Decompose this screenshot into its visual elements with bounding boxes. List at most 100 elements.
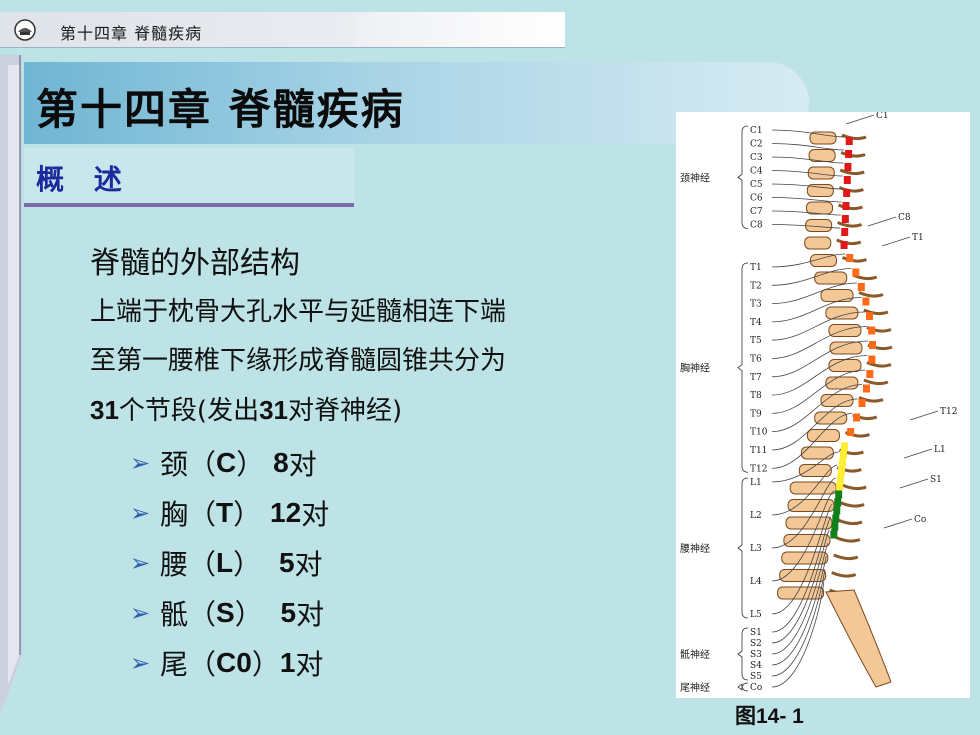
spinal-nerve-line <box>771 156 844 164</box>
spinal-segment-marker <box>853 413 861 422</box>
spinal-nerve-line <box>771 398 858 451</box>
vertebra-label: T9 <box>750 409 762 419</box>
spinal-segment-marker <box>831 522 839 531</box>
pointer-line <box>909 410 939 421</box>
spinal-segment-marker <box>844 163 852 171</box>
segment-unit: 对 <box>301 498 330 531</box>
spinal-nerve-line <box>771 210 841 216</box>
pointer-line <box>883 518 913 529</box>
header-bar: 第十四章 脊髓疾病 <box>0 12 565 48</box>
spinal-segment-marker <box>843 189 851 197</box>
spinal-segment-marker <box>868 355 876 364</box>
spinal-segment-marker <box>842 202 850 210</box>
vertebra-body <box>804 236 832 250</box>
group-brace <box>737 682 749 692</box>
body-line-3: 31个节段(发出31对脊神经) <box>90 386 650 436</box>
spinal-nerve-line <box>771 369 866 414</box>
spinal-segment-marker <box>835 490 843 499</box>
right-vertebra-label: T12 <box>940 407 957 417</box>
spinal-nerve-line <box>771 503 833 615</box>
spinal-nerve-line <box>771 197 842 203</box>
vertebra-process <box>858 396 884 403</box>
vertebra-label: L3 <box>750 544 762 554</box>
section-subtitle: 概 述 <box>36 163 132 196</box>
spinal-nerve-line <box>771 384 862 433</box>
spinal-segment-marker <box>868 341 876 349</box>
spinal-segment-marker <box>846 254 854 262</box>
segment-unit: 对 <box>288 448 317 481</box>
right-vertebra-label: S1 <box>930 475 942 485</box>
body-heading: 脊髓的外部结构 <box>90 246 300 281</box>
body-line-3-mid: 个节段(发出 <box>118 396 260 426</box>
spinal-segment-marker <box>866 370 874 378</box>
segment-count: 5 <box>278 547 295 578</box>
vertebra-process <box>831 571 857 578</box>
segment-name: 颈 <box>160 448 189 481</box>
spinal-segment-marker <box>852 268 860 277</box>
segment-unit: 对 <box>294 548 323 581</box>
vertebra-label: C4 <box>750 167 763 177</box>
vertebra-label: T5 <box>750 336 762 346</box>
vertebra-body <box>828 359 862 372</box>
vertebra-label: L2 <box>750 511 762 521</box>
vertebra-process <box>836 238 862 246</box>
vertebra-label: L5 <box>750 610 762 620</box>
spinal-nerve-line <box>771 129 845 138</box>
segment-total-number: 31 <box>90 395 119 425</box>
group-brace <box>737 262 749 473</box>
segment-count: 5 <box>280 597 297 628</box>
vertebra-label: C6 <box>750 194 763 204</box>
vertebra-process <box>841 133 867 141</box>
pointer-line <box>903 448 933 459</box>
vertebra-label: T3 <box>750 300 762 310</box>
vertebra-process <box>837 203 864 211</box>
figure-caption: 图14- 1 <box>735 705 804 728</box>
spinal-segment-marker <box>858 399 866 407</box>
spinal-segment-marker <box>830 530 838 539</box>
spinal-nerve-line <box>771 224 841 229</box>
arrow-bullet-icon: ➢ <box>130 549 151 577</box>
segment-count: 8 <box>273 447 289 478</box>
vertebra-label: C7 <box>750 207 763 217</box>
spinal-segment-marker <box>841 215 849 223</box>
spinal-nerve-line <box>771 490 835 582</box>
spinal-nerve-line <box>771 143 845 151</box>
vertebra-label: S2 <box>750 639 762 649</box>
body-line-3-end: 对脊神经) <box>288 396 403 426</box>
vertebra-label: Co <box>750 683 762 693</box>
segment-name: 骶 <box>160 598 189 631</box>
segment-code: T <box>216 497 234 528</box>
vertebra-label: L1 <box>750 478 762 488</box>
spinal-nerve-line <box>771 311 865 341</box>
vertebra-process <box>841 483 867 491</box>
spinal-nerve-line <box>771 340 868 378</box>
spinal-nerve-line <box>771 268 852 286</box>
spinal-nerve-line <box>771 297 862 323</box>
spinal-segment-marker <box>832 514 840 523</box>
spinal-nerve-line <box>771 413 853 469</box>
vertebra-label: L4 <box>750 577 762 587</box>
nerve-group-label: 尾神经 <box>680 681 710 694</box>
vertebra-body <box>806 429 840 442</box>
vertebra-label: T2 <box>750 281 762 291</box>
vertebra-process <box>858 291 884 298</box>
vertebra-body <box>814 411 848 425</box>
spinal-segment-marker <box>841 228 849 236</box>
pointer-line <box>899 478 929 489</box>
nerve-group-label: 腰神经 <box>680 542 710 555</box>
vertebra-label: S5 <box>750 672 762 682</box>
segment-count: 12 <box>270 497 302 528</box>
vertebra-body <box>779 569 827 582</box>
vertebra-process <box>837 518 863 526</box>
vertebra-process <box>841 256 868 263</box>
spinal-segment-marker <box>857 283 865 291</box>
vertebra-label: T10 <box>750 428 768 438</box>
vertebra-process <box>838 186 864 193</box>
right-vertebra-label: Co <box>914 515 926 525</box>
vertebra-body <box>798 464 832 477</box>
vertebra-label: S4 <box>750 661 762 671</box>
nerve-total-number: 31 <box>259 395 288 425</box>
